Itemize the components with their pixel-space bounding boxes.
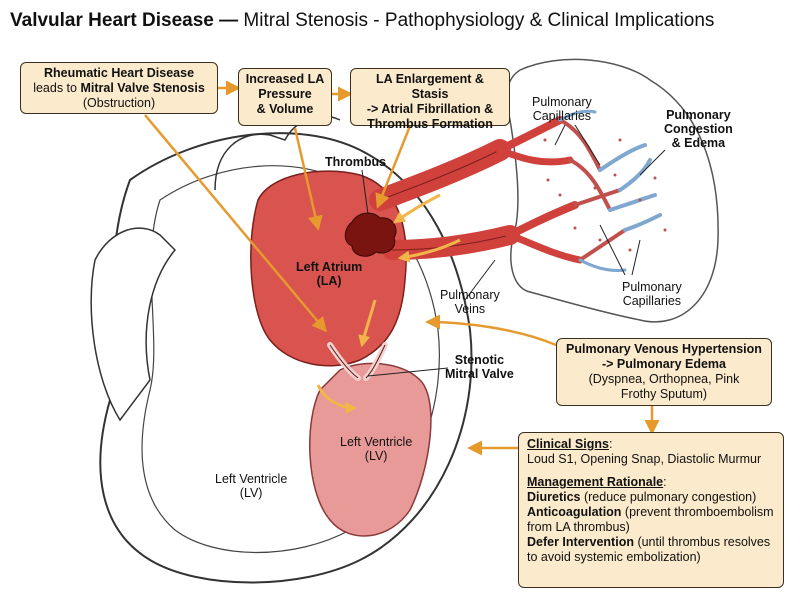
label-cap-top-line1: Pulmonary — [532, 95, 592, 109]
label-pulm-veins-line2: Veins — [454, 302, 486, 316]
rheumatic-line2-bold: Mitral Valve Stenosis — [80, 81, 205, 95]
clinical-signs-heading: Clinical Signs — [527, 437, 609, 451]
leader-thrombus — [361, 169, 369, 215]
box-increased-la: Increased LA Pressure & Volume — [238, 68, 332, 126]
management-item-bold: Anticoagulation — [527, 505, 622, 519]
arrow-pvh-to-veins — [425, 314, 557, 347]
box-clinical-management: Clinical Signs: Loud S1, Opening Snap, D… — [518, 432, 784, 588]
title-rest: Mitral Stenosis - Pathophysiology & Clin… — [238, 10, 715, 31]
label-congestion-line2: Congestion — [664, 122, 733, 136]
enlargement-line3: Thrombus Formation — [367, 117, 493, 131]
label-cap-top-line2: Capillaries — [532, 109, 592, 123]
enlargement-line1: LA Enlargement & Stasis — [376, 72, 484, 101]
label-cap-bottom-line1: Pulmonary — [622, 280, 682, 294]
pvh-line4: Frothy Sputum) — [620, 387, 708, 401]
pvh-line2: -> Pulmonary Edema — [602, 357, 726, 371]
box-la-enlargement: LA Enlargement & Stasis -> Atrial Fibril… — [350, 68, 510, 131]
increased-line2: Pressure — [258, 87, 312, 101]
management-heading: Management Rationale — [527, 475, 664, 489]
label-lv-outer-line2: (LV) — [239, 486, 263, 500]
edema-fluid-dots — [543, 138, 667, 252]
leader-congestion — [639, 149, 666, 176]
label-lv-inner-line2: (LV) — [364, 449, 388, 463]
clinical-signs-colon: : — [608, 437, 613, 451]
management-item-bold: Diuretics — [527, 490, 581, 504]
increased-line3: & Volume — [256, 102, 314, 116]
management-item: from LA thrombus) — [527, 520, 775, 535]
label-cap-bottom-line2: Capillaries — [622, 294, 682, 308]
box-rheumatic: Rheumatic Heart Disease leads to Mitral … — [20, 62, 218, 114]
management-item-text: (prevent thromboembolism — [621, 505, 774, 519]
page-title: Valvular Heart Disease — Mitral Stenosis… — [10, 10, 714, 32]
rheumatic-line2-pre: leads to — [33, 81, 81, 95]
increased-line1: Increased LA — [245, 72, 325, 86]
management-colon: : — [663, 475, 667, 489]
flow-arrow-1 — [393, 193, 441, 224]
flow-arrow-4 — [316, 384, 358, 414]
leader-pulm-veins — [464, 259, 496, 301]
label-congestion-line1: Pulmonary — [666, 108, 731, 122]
arrow-increased-to-la — [293, 127, 323, 231]
label-stenotic-mitral-valve: Stenotic Mitral Valve — [445, 353, 514, 381]
label-stenotic-line2: Mitral Valve — [445, 367, 514, 381]
arrow-rheumatic-to-valve — [144, 114, 327, 333]
management-item-bold: Defer Intervention — [527, 535, 634, 549]
label-pulmonary-capillaries-top: Pulmonary Capillaries — [532, 95, 592, 123]
label-left-ventricle-inner: Left Ventricle (LV) — [340, 435, 412, 463]
management-item: Defer Intervention (until thrombus resol… — [527, 535, 775, 550]
leader-stenotic — [367, 367, 449, 377]
label-stenotic-line1: Stenotic — [454, 353, 505, 367]
management-item-text: from LA thrombus) — [527, 520, 630, 534]
label-pulm-veins-line1: Pulmonary — [440, 288, 500, 302]
pvh-line3: (Dyspnea, Orthopnea, Pink — [588, 372, 740, 386]
leader-cap-bottom-1 — [599, 224, 626, 276]
arrow-enlargement-to-thrombus — [375, 125, 412, 209]
management-item: Anticoagulation (prevent thromboembolism — [527, 505, 775, 520]
rheumatic-line1: Rheumatic Heart Disease — [43, 66, 195, 80]
rheumatic-line2: leads to Mitral Valve Stenosis — [27, 81, 211, 96]
box-pulmonary-venous-hypertension: Pulmonary Venous Hypertension -> Pulmona… — [556, 338, 772, 406]
management-item: Diuretics (reduce pulmonary congestion) — [527, 490, 775, 505]
label-pulmonary-veins: Pulmonary Veins — [440, 288, 500, 316]
label-thrombus: Thrombus — [325, 155, 387, 169]
flow-arrow-2 — [397, 238, 461, 263]
label-congestion-line3: & Edema — [671, 136, 726, 150]
management-item-text: (reduce pulmonary congestion) — [580, 490, 757, 504]
label-left-atrium: Left Atrium (LA) — [296, 260, 362, 288]
leader-cap-bottom-2 — [631, 239, 641, 276]
title-bold: Valvular Heart Disease — — [10, 10, 239, 31]
management-heading-row: Management Rationale: — [527, 475, 775, 490]
pulmonary-capillary-network — [496, 109, 662, 272]
management-item-text: (until thrombus resolves — [633, 535, 771, 549]
clinical-signs-text: Loud S1, Opening Snap, Diastolic Murmur — [527, 452, 762, 466]
leader-cap-top-2 — [574, 124, 601, 166]
right-heart-outline — [90, 227, 177, 422]
management-item: to avoid systemic embolization) — [527, 550, 775, 565]
label-lv-outer-line1: Left Ventricle — [215, 472, 288, 486]
label-pulmonary-congestion: Pulmonary Congestion & Edema — [664, 108, 733, 150]
flow-arrow-3 — [358, 299, 377, 348]
pvh-line1: Pulmonary Venous Hypertension — [566, 342, 762, 356]
thrombus-mass — [344, 212, 397, 257]
label-left-atrium-line2: (LA) — [316, 274, 342, 288]
label-pulmonary-capillaries-bottom: Pulmonary Capillaries — [622, 280, 682, 308]
clinical-signs-heading-row: Clinical Signs: — [527, 437, 775, 452]
label-lv-inner-line1: Left Ventricle — [340, 435, 413, 449]
leader-cap-top-1 — [554, 124, 566, 146]
management-item-text: to avoid systemic embolization) — [527, 550, 701, 564]
label-left-atrium-line1: Left Atrium — [296, 260, 363, 274]
rheumatic-line3: (Obstruction) — [82, 96, 156, 110]
label-left-ventricle-outer: Left Ventricle (LV) — [215, 472, 287, 500]
enlargement-line2: -> Atrial Fibrillation & — [366, 102, 494, 116]
